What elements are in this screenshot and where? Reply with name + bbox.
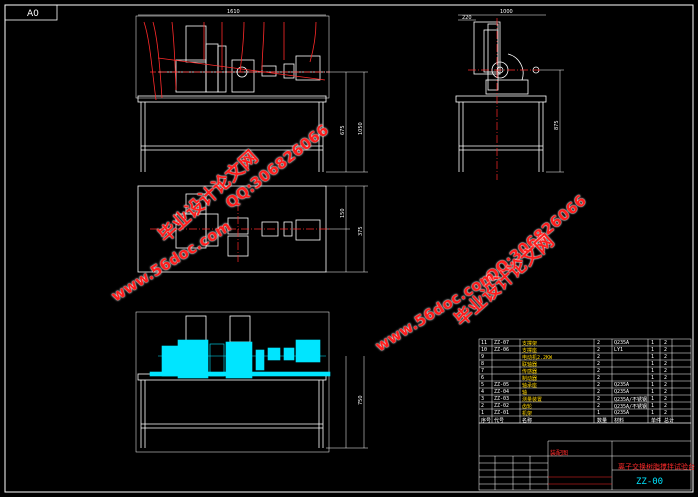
front-view-leaders (143, 21, 330, 101)
side-view-centerlines (468, 18, 540, 180)
bom-header: 序号代号名称数量材料单件总计 (481, 418, 675, 424)
front-view-dims (138, 14, 368, 173)
plan-width-dim-2: 375 (358, 226, 364, 236)
side-small-dim: 220 (462, 15, 472, 21)
bom-grid (478, 338, 692, 491)
front-width-dim: 1610 (227, 9, 240, 15)
title-block-name: 离子交换树脂搅拌试验台 (618, 463, 695, 471)
title-block-school: 装配图 (550, 450, 569, 457)
bottom-view-highlight (149, 339, 331, 379)
drawing-number: ZZ-00 (636, 477, 664, 487)
bottom-view (135, 311, 330, 453)
side-width-dim: 1000 (500, 9, 513, 15)
title-block-accent (548, 476, 612, 485)
front-height-dim: 675 (340, 125, 346, 135)
plan-view-centerlines (150, 190, 332, 262)
bottom-view-dims (326, 356, 368, 449)
front-overall-height-dim: 1050 (358, 122, 364, 135)
front-view (135, 15, 330, 172)
format-box (4, 4, 58, 21)
side-height-dim: 875 (554, 120, 560, 130)
side-view (455, 14, 564, 173)
bottom-height-dim: 750 (358, 395, 364, 405)
sheet-border (4, 4, 694, 493)
plan-width-dim-1: 150 (340, 208, 346, 218)
sheet-format: A0 (27, 9, 39, 19)
